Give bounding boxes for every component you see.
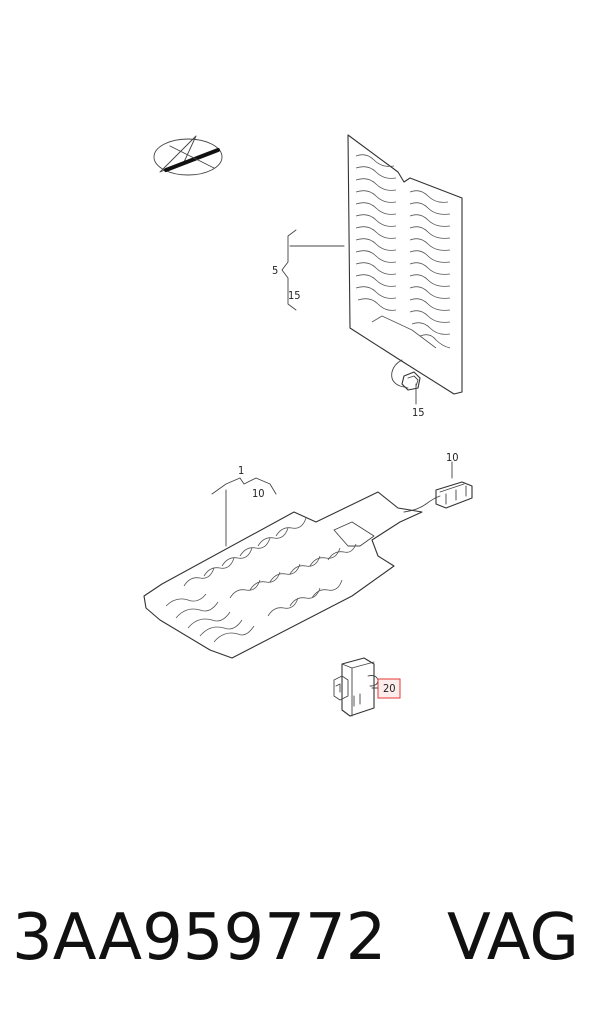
control-switch [333, 657, 379, 717]
callout-cushion-sub: 10 [252, 487, 265, 500]
backrest-wire [391, 359, 409, 389]
part-number: 3AA959772 [12, 901, 387, 975]
callout-cushion: 1 [238, 464, 244, 477]
caption: 3AA959772 VAG [0, 888, 600, 988]
callout-switch-box: 20 [377, 678, 401, 699]
callout-backrest-sub: 15 [288, 289, 301, 302]
cushion-heating-element [165, 517, 357, 643]
callout-cushion-connector: 10 [446, 451, 459, 464]
callout-backrest-connector: 15 [412, 406, 425, 419]
backrest-heating-mat [281, 134, 463, 405]
backrest-connector [401, 371, 421, 391]
cushion-connector [435, 481, 473, 509]
orientation-symbol-icon [153, 135, 223, 176]
brand-name: VAG [447, 901, 579, 975]
cushion-heating-mat [143, 461, 473, 659]
backrest-heating-element [355, 154, 451, 349]
callout-backrest: 5 [272, 264, 278, 277]
callout-switch: 20 [383, 682, 396, 695]
